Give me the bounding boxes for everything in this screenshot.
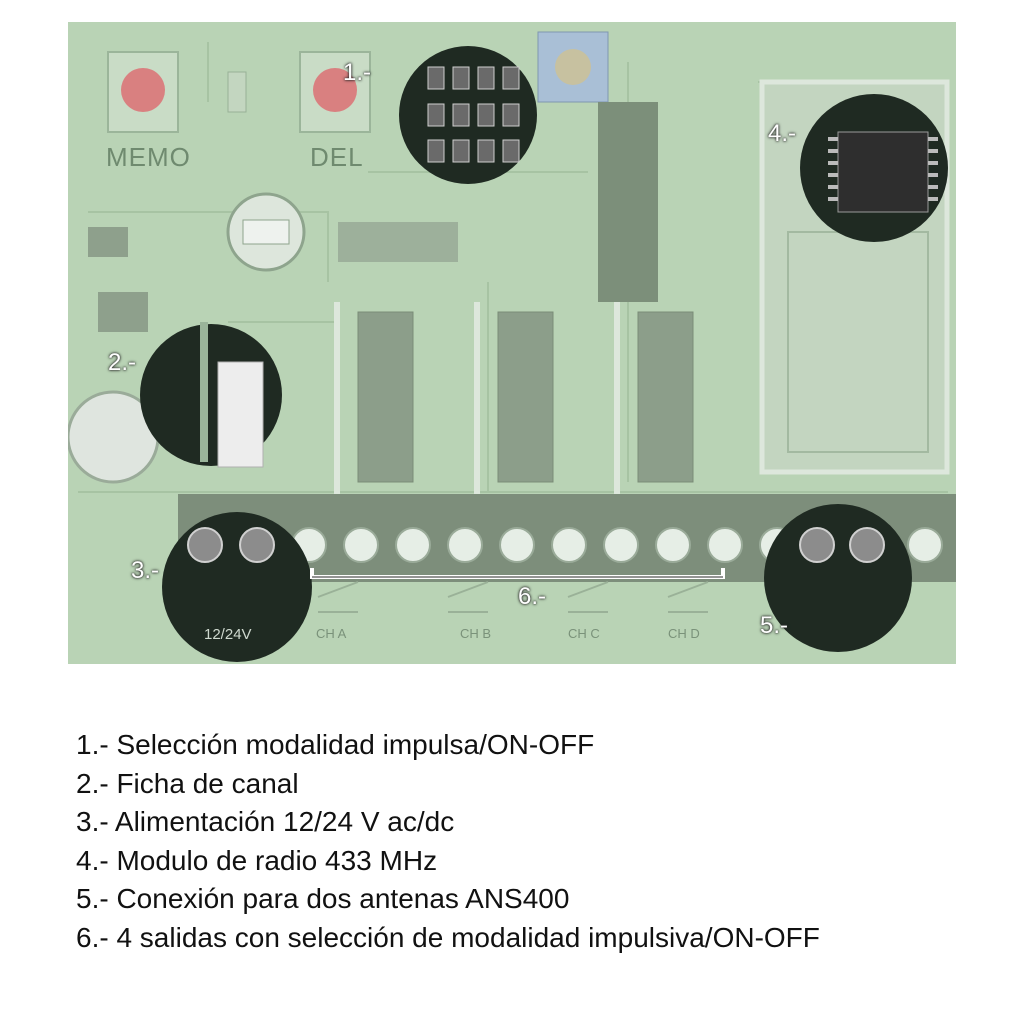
legend-item: 6.- 4 salidas con selección de modalidad… (76, 921, 820, 953)
silkscreen-ch-b: CH B (460, 626, 492, 641)
del-button-graphic (299, 51, 371, 133)
callout-3: 3.- (131, 557, 160, 584)
legend-list: 1.- Selección modalidad impulsa/ON-OFF 2… (76, 726, 976, 957)
legend-item: 5.- Conexión para dos antenas ANS400 (76, 883, 570, 914)
callout-1: 1.- (343, 59, 372, 86)
highlight-power-terminal (162, 512, 312, 662)
highlight-details (187, 66, 938, 579)
silkscreen-ch-a: CH A (316, 626, 347, 641)
silkscreen-ch-d: CH D (668, 626, 700, 641)
silkscreen-memo: MEMO (106, 142, 191, 172)
callout-5: 5.- (760, 612, 789, 639)
memo-button-graphic (107, 51, 179, 133)
callout-6: 6.- (518, 583, 547, 610)
callout-4: 4.- (768, 120, 797, 147)
highlight-antenna-terminal (764, 504, 912, 652)
silkscreen-del: DEL (310, 142, 364, 172)
silkscreen-power: 12/24V (204, 626, 252, 643)
legend-item: 1.- Selección modalidad impulsa/ON-OFF (76, 729, 595, 760)
legend-item: 4.- Modulo de radio 433 MHz (76, 844, 438, 876)
silkscreen-ch-c: CH C (568, 626, 600, 641)
legend-item: 3.- Alimentación 12/24 V ac/dc (76, 806, 455, 837)
pcb-board: MEMO DEL 12/24V CH A CH B CH C CH D 1.- … (68, 22, 956, 664)
legend-item: 2.- Ficha de canal (76, 767, 299, 799)
callout-2: 2.- (108, 349, 137, 376)
